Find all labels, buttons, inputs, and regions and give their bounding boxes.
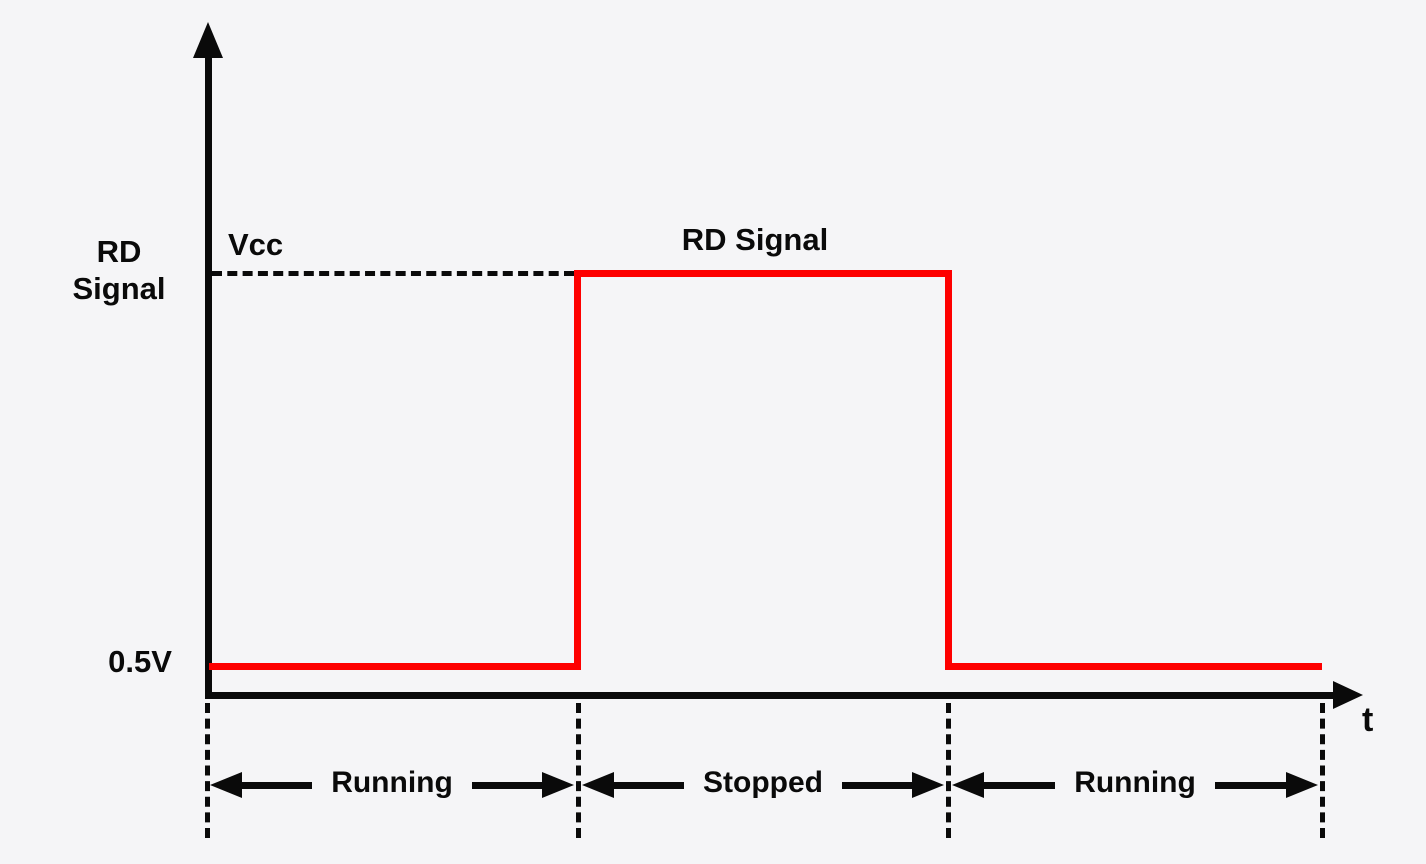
arrow-left-icon: [582, 772, 614, 798]
arrow-right-icon: [912, 772, 944, 798]
phase-label: Running: [331, 766, 453, 799]
signal-high-segment: [574, 270, 952, 277]
phase-segment-running-1: Running: [210, 768, 575, 798]
arrow-right: [842, 772, 944, 798]
y-axis-arrow-icon: [193, 22, 223, 58]
arrow-shaft: [242, 781, 313, 789]
timeline-marker-1: [205, 703, 210, 838]
y-axis-label-line2: Signal: [72, 271, 166, 306]
y-axis: [205, 44, 212, 699]
y-axis-label: RD Signal: [58, 233, 180, 307]
arrow-left: [952, 772, 1056, 798]
arrow-right-icon: [1286, 772, 1319, 798]
phase-segment-running-2: Running: [952, 768, 1319, 798]
timeline-marker-3: [946, 703, 951, 838]
arrow-right-icon: [542, 772, 575, 798]
phase-label: Running: [1074, 766, 1196, 799]
arrow-shaft: [984, 781, 1056, 789]
phase-label: Stopped: [703, 766, 823, 799]
low-level-label: 0.5V: [108, 644, 172, 679]
arrow-shaft: [842, 781, 912, 789]
x-axis: [205, 692, 1338, 699]
signal-low-segment-1: [209, 663, 581, 670]
signal-title: RD Signal: [681, 222, 829, 257]
arrow-right: [1214, 772, 1319, 798]
arrow-right: [471, 772, 575, 798]
x-axis-arrow-icon: [1333, 681, 1363, 709]
vcc-label: Vcc: [228, 227, 284, 262]
signal-falling-edge: [945, 270, 952, 670]
arrow-shaft: [471, 781, 543, 789]
arrow-left-icon: [210, 772, 242, 798]
timeline-marker-4: [1320, 703, 1325, 838]
x-axis-label: t: [1362, 701, 1374, 739]
arrow-left: [582, 772, 684, 798]
arrow-shaft: [1214, 781, 1287, 789]
y-axis-label-line1: RD: [96, 234, 142, 269]
arrow-left: [210, 772, 313, 798]
signal-rising-edge: [574, 270, 581, 670]
timeline-marker-2: [576, 703, 581, 838]
signal-low-segment-2: [945, 663, 1322, 670]
phase-segment-stopped: Stopped: [582, 768, 944, 798]
arrow-left-icon: [952, 772, 984, 798]
arrow-shaft: [614, 781, 684, 789]
vcc-reference-dashed-line: [212, 271, 574, 276]
